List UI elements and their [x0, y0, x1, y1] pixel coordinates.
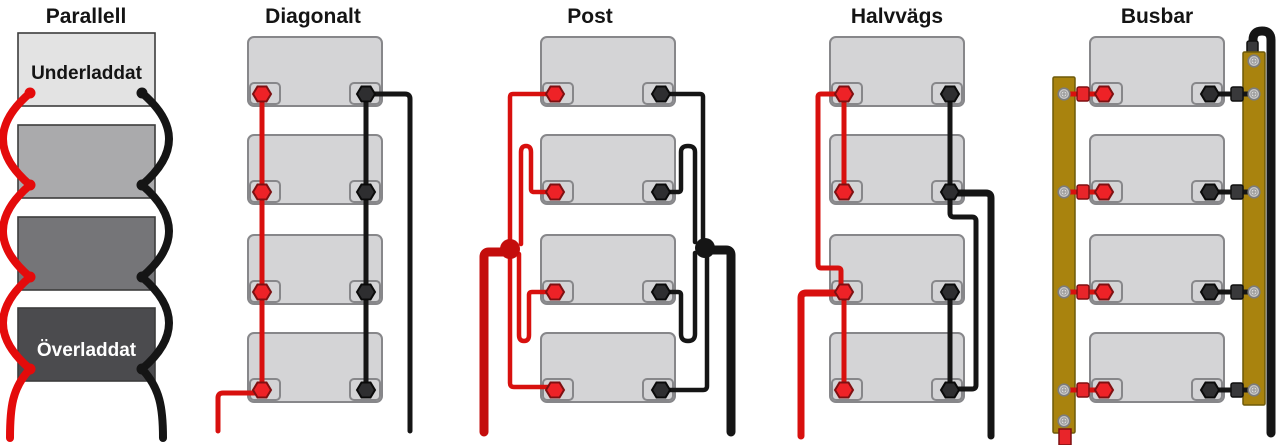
negative-post-wires: [658, 91, 710, 393]
column-title: Post: [567, 5, 613, 28]
undercharged-label: Underladdat: [31, 63, 143, 84]
negative-main-cable: [702, 245, 736, 437]
negative-wire-caps: [136, 87, 148, 375]
negative-main-cable: [363, 91, 413, 434]
column-diagonalt: Diagonalt: [215, 5, 413, 434]
positive-cable-lugs: [1076, 86, 1090, 398]
positive-main-cable: [797, 289, 848, 440]
column-title: Diagonalt: [265, 5, 361, 28]
column-busbar: Busbar: [1052, 5, 1276, 445]
negative-wire: [138, 89, 173, 442]
column-title: Busbar: [1121, 5, 1193, 28]
negative-main-cable: [1248, 26, 1276, 438]
battery: [17, 216, 156, 291]
positive-wire-caps: [24, 87, 36, 375]
overcharged-label: Överladdat: [37, 340, 137, 361]
positive-post-junction: [500, 239, 520, 259]
positive-wire: [0, 89, 34, 442]
positive-post-wires: [507, 91, 558, 390]
column-post: Post: [479, 5, 736, 437]
positive-link-wires: [815, 91, 847, 393]
busbar-positive: [1052, 76, 1076, 434]
battery-undercharged: [17, 32, 156, 107]
positive-main-cable: [1058, 428, 1072, 445]
busbar-negative: [1242, 51, 1266, 406]
column-parallell: Parallell Underladdat Överladdat: [0, 5, 173, 442]
negative-link-wires: [947, 91, 979, 393]
negative-post-junction: [695, 238, 715, 258]
column-title: Halvvägs: [851, 5, 943, 28]
battery: [17, 124, 156, 199]
battery-overcharged: [17, 307, 156, 382]
negative-main-cable: [946, 189, 995, 440]
column-title: Parallell: [46, 5, 127, 28]
column-halvvags: Halvvägs: [797, 5, 995, 440]
negative-cable-lugs: [1230, 86, 1244, 398]
positive-main-cable: [479, 247, 513, 437]
